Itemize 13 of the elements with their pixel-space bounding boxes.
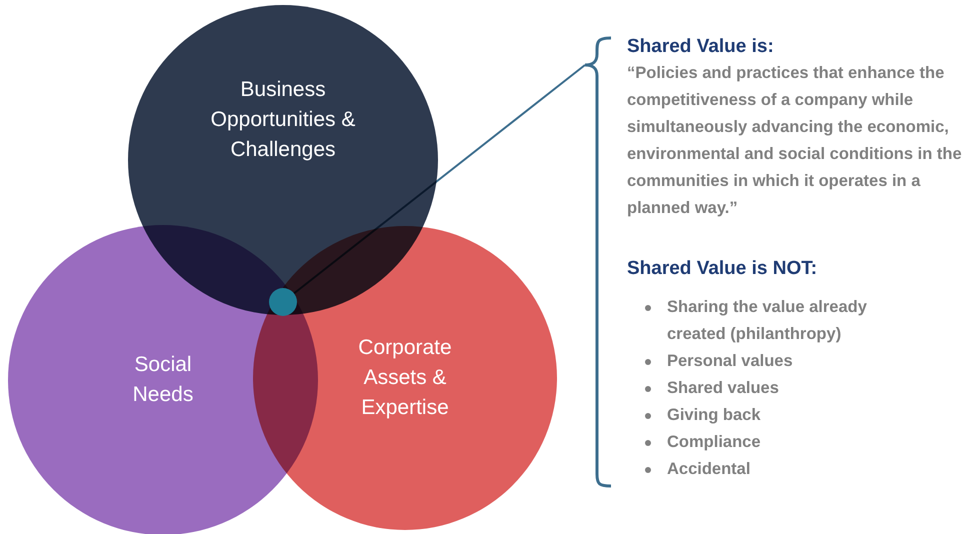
node-box [645, 305, 651, 311]
bullet-item: Sharing the value already created (philanthropy) [645, 294, 927, 348]
circle-label: Corporate Assets & Expertise [357, 335, 453, 421]
section-heading: Shared Value is NOT: [627, 258, 818, 280]
section-heading: Shared Value is: [627, 36, 774, 58]
definition-quote: “Policies and practices that enhance the competitiveness of a company while simultaneously advancing the economic, environmental and social conditions in the communities in which it operates in a planned way.” [627, 63, 963, 219]
circle-label: Business Opportunities & Challenges [210, 76, 356, 163]
bullet-item: Personal values [645, 348, 927, 375]
circle-label: Social Needs [132, 352, 194, 408]
bullet-item: Giving back [645, 402, 927, 429]
bullet-item: Compliance [645, 429, 927, 456]
bullet-item: Shared values [645, 375, 927, 402]
bullet-item: Accidental [645, 456, 927, 483]
